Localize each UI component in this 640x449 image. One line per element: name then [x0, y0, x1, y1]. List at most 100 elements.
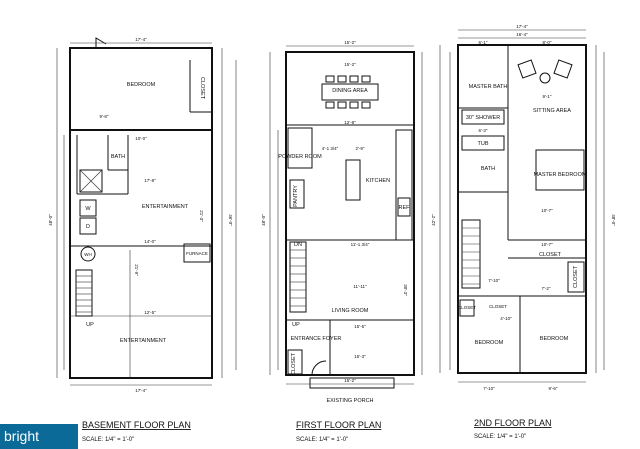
- washer: [79, 199, 97, 217]
- second-stair: [461, 219, 481, 289]
- basement-dimension-lines: [56, 42, 237, 386]
- entrance-door-swing: [311, 360, 327, 376]
- first-outer-wall: [285, 51, 415, 376]
- basement-door-swing: [95, 37, 107, 48]
- dim-width-top: 17'-4": [135, 37, 147, 42]
- room-side-closet: CLOSET: [573, 265, 579, 288]
- dim-entertainment-width: 17'-8": [144, 178, 156, 183]
- room-dining-area: DINING AREA: [332, 88, 368, 94]
- dim-second-inner-width: 16'-4": [516, 32, 528, 37]
- room-living-room: LIVING ROOM: [332, 308, 369, 314]
- dim-kitchen-width: 12'-8": [344, 120, 356, 125]
- label-dryer: D: [86, 224, 90, 230]
- room-kitchen: KITCHEN: [366, 178, 390, 184]
- label-furnace: FURNACE: [186, 251, 208, 256]
- room-bedroom: BEDROOM: [127, 82, 156, 88]
- room-entrance-foyer: ENTRANCE FOYER: [291, 336, 342, 342]
- first-floor-plan: DINING AREA POWDER ROOM PANTRY KITCHEN R…: [261, 40, 423, 443]
- basement-stair: [75, 269, 93, 317]
- room-master-bedroom: MASTER BEDROOM: [534, 172, 587, 178]
- bedroom-closet-walls: [459, 299, 475, 317]
- dim-landing-width: 7'-10": [488, 278, 500, 283]
- room-entertainment-lower: ENTERTAINMENT: [120, 338, 167, 344]
- kitchen-counter: [395, 129, 413, 241]
- basement-floor-plan: BEDROOM CLOSET BATH ENTERTAINMENT ENTERT…: [48, 37, 237, 443]
- room-first-closet: CLOSET: [291, 352, 297, 375]
- kitchen-island: [345, 159, 361, 201]
- first-floor-title: FIRST FLOOR PLAN: [296, 420, 381, 430]
- second-floor-title: 2ND FLOOR PLAN: [474, 418, 552, 428]
- dim-hall-width: 10'-7": [541, 242, 553, 247]
- dim-living-width: 11'-11": [353, 284, 367, 289]
- room-master-bath: MASTER BATH: [469, 84, 508, 90]
- second-floor-scale: SCALE: 1/4" = 1'-0": [474, 434, 526, 440]
- room-hall-closet: CLOSET: [539, 252, 562, 258]
- first-closet-walls: [287, 349, 303, 375]
- dim-master-width: 10'-7": [541, 208, 553, 213]
- dim-right-landing: 7'-2": [542, 286, 551, 291]
- tub: [461, 135, 505, 151]
- dim-first-width-bottom: 15'-2": [344, 378, 356, 383]
- dim-total-depth-right: 46'-0": [228, 214, 233, 226]
- shower: [461, 109, 505, 125]
- label-washer: W: [85, 206, 91, 212]
- master-bed: [535, 149, 585, 191]
- basement-shower: [79, 169, 103, 193]
- dryer: [79, 217, 97, 235]
- refrigerator: [397, 197, 411, 217]
- dim-sitting-width: 8'-0": [543, 40, 552, 45]
- dim-entertainment-depth: 21'-3": [199, 210, 204, 222]
- label-dn: DN: [294, 242, 302, 248]
- dim-second-width-top: 17'-4": [516, 24, 528, 29]
- room-bedroom-closet: CLOSET: [458, 305, 476, 310]
- water-heater: [80, 246, 96, 262]
- dim-bedroom-right-width: 9'-6": [549, 386, 558, 391]
- basement-title: BASEMENT FLOOR PLAN: [82, 420, 191, 430]
- room-linen-closet: CLOSET: [489, 304, 507, 309]
- room-second-bath: BATH: [481, 166, 495, 172]
- label-ref: REF: [399, 205, 411, 211]
- dim-island-offset: 2'-9": [356, 146, 365, 151]
- label-water-heater: WH: [84, 252, 92, 257]
- dim-tub-width: 6'-3": [479, 128, 488, 133]
- room-bedroom-left: BEDROOM: [475, 340, 504, 346]
- basement-scale: SCALE: 1/4" = 1'-0": [82, 437, 134, 443]
- dim-first-width-top: 15'-2": [344, 40, 356, 45]
- dim-living-depth: 30'-3": [403, 284, 408, 296]
- room-entertainment: ENTERTAINMENT: [142, 204, 189, 210]
- furnace: [183, 243, 211, 263]
- second-dimension-lines: [439, 29, 605, 383]
- first-dimension-lines: [269, 45, 423, 385]
- label-first-up: UP: [292, 322, 300, 328]
- dining-table: [321, 75, 379, 109]
- dim-foyer-width: 15'-5": [354, 324, 366, 329]
- second-floor-plan: MASTER BATH SITTING AREA 30" SHOWER TUB …: [431, 24, 616, 440]
- dim-second-depth-left: 42'-2": [431, 214, 436, 226]
- room-pantry: PANTRY: [293, 185, 299, 207]
- second-outer-wall: [457, 44, 587, 374]
- pantry-walls: [289, 179, 305, 209]
- dim-sitting-inner: 9'-1": [543, 94, 552, 99]
- dim-bath-width: 6'-1": [479, 40, 488, 45]
- dim-front-width: 15'-3": [354, 354, 366, 359]
- powder-room-walls: [287, 127, 313, 169]
- room-sitting-area: SITTING AREA: [533, 108, 571, 114]
- room-bedroom-right: BEDROOM: [540, 336, 569, 342]
- room-closet: CLOSET: [199, 77, 205, 100]
- dim-width-bottom: 17'-4": [135, 388, 147, 393]
- second-closet-walls: [567, 261, 585, 293]
- dim-bedroom-left-width: 7'-10": [483, 386, 495, 391]
- dim-bedroom-width: 10'-0": [135, 136, 147, 141]
- dim-lower-depth: 21'-9": [134, 264, 139, 276]
- basement-outer-wall: [69, 47, 213, 379]
- existing-porch-outline: [309, 377, 395, 389]
- dim-first-total-depth: 48'-0": [261, 214, 266, 226]
- sitting-area-chairs: [517, 59, 573, 84]
- first-floor-scale: SCALE: 1/4" = 1'-0": [296, 437, 348, 443]
- dim-closet-width: 4'-10": [500, 316, 512, 321]
- dim-dining-width: 15'-2": [344, 62, 356, 67]
- label-tub: TUB: [478, 141, 489, 147]
- room-bath: BATH: [111, 154, 125, 160]
- label-shower: 30" SHOWER: [466, 115, 500, 121]
